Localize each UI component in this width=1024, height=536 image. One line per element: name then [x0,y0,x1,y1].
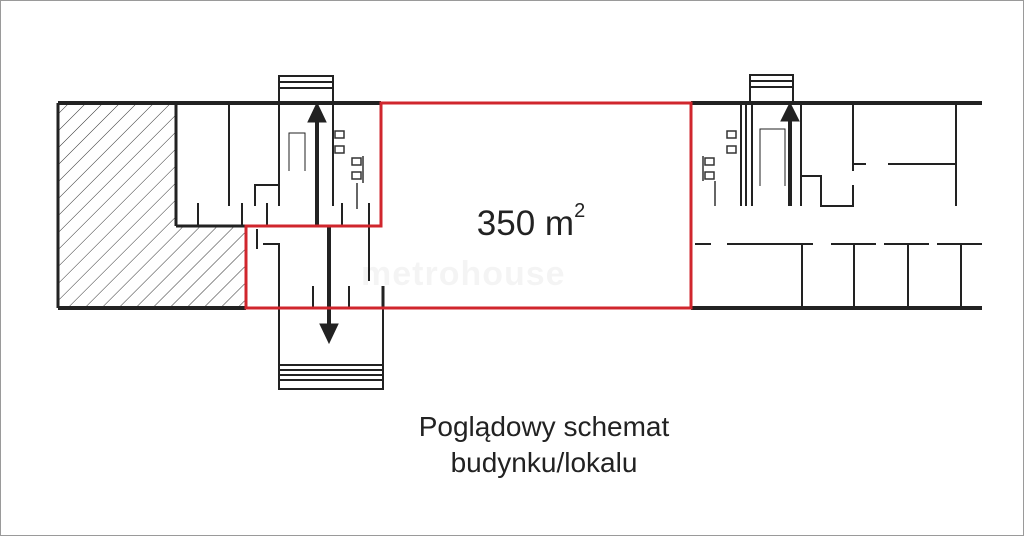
caption-line-2: budynku/lokalu [450,447,638,478]
caption: Poglądowy schemat budynku/lokalu [344,409,744,481]
area-value: 350 m [476,204,575,243]
stairs [278,74,794,390]
caption-line-1: Poglądowy schemat [418,411,670,442]
watermark: metrohouse [361,255,566,294]
area-unit-superscript: 2 [574,200,586,222]
area-label: 350 m2 [431,200,631,244]
highlighted-unit [244,101,693,310]
fixtures [334,130,737,209]
hatched-area [58,103,246,308]
